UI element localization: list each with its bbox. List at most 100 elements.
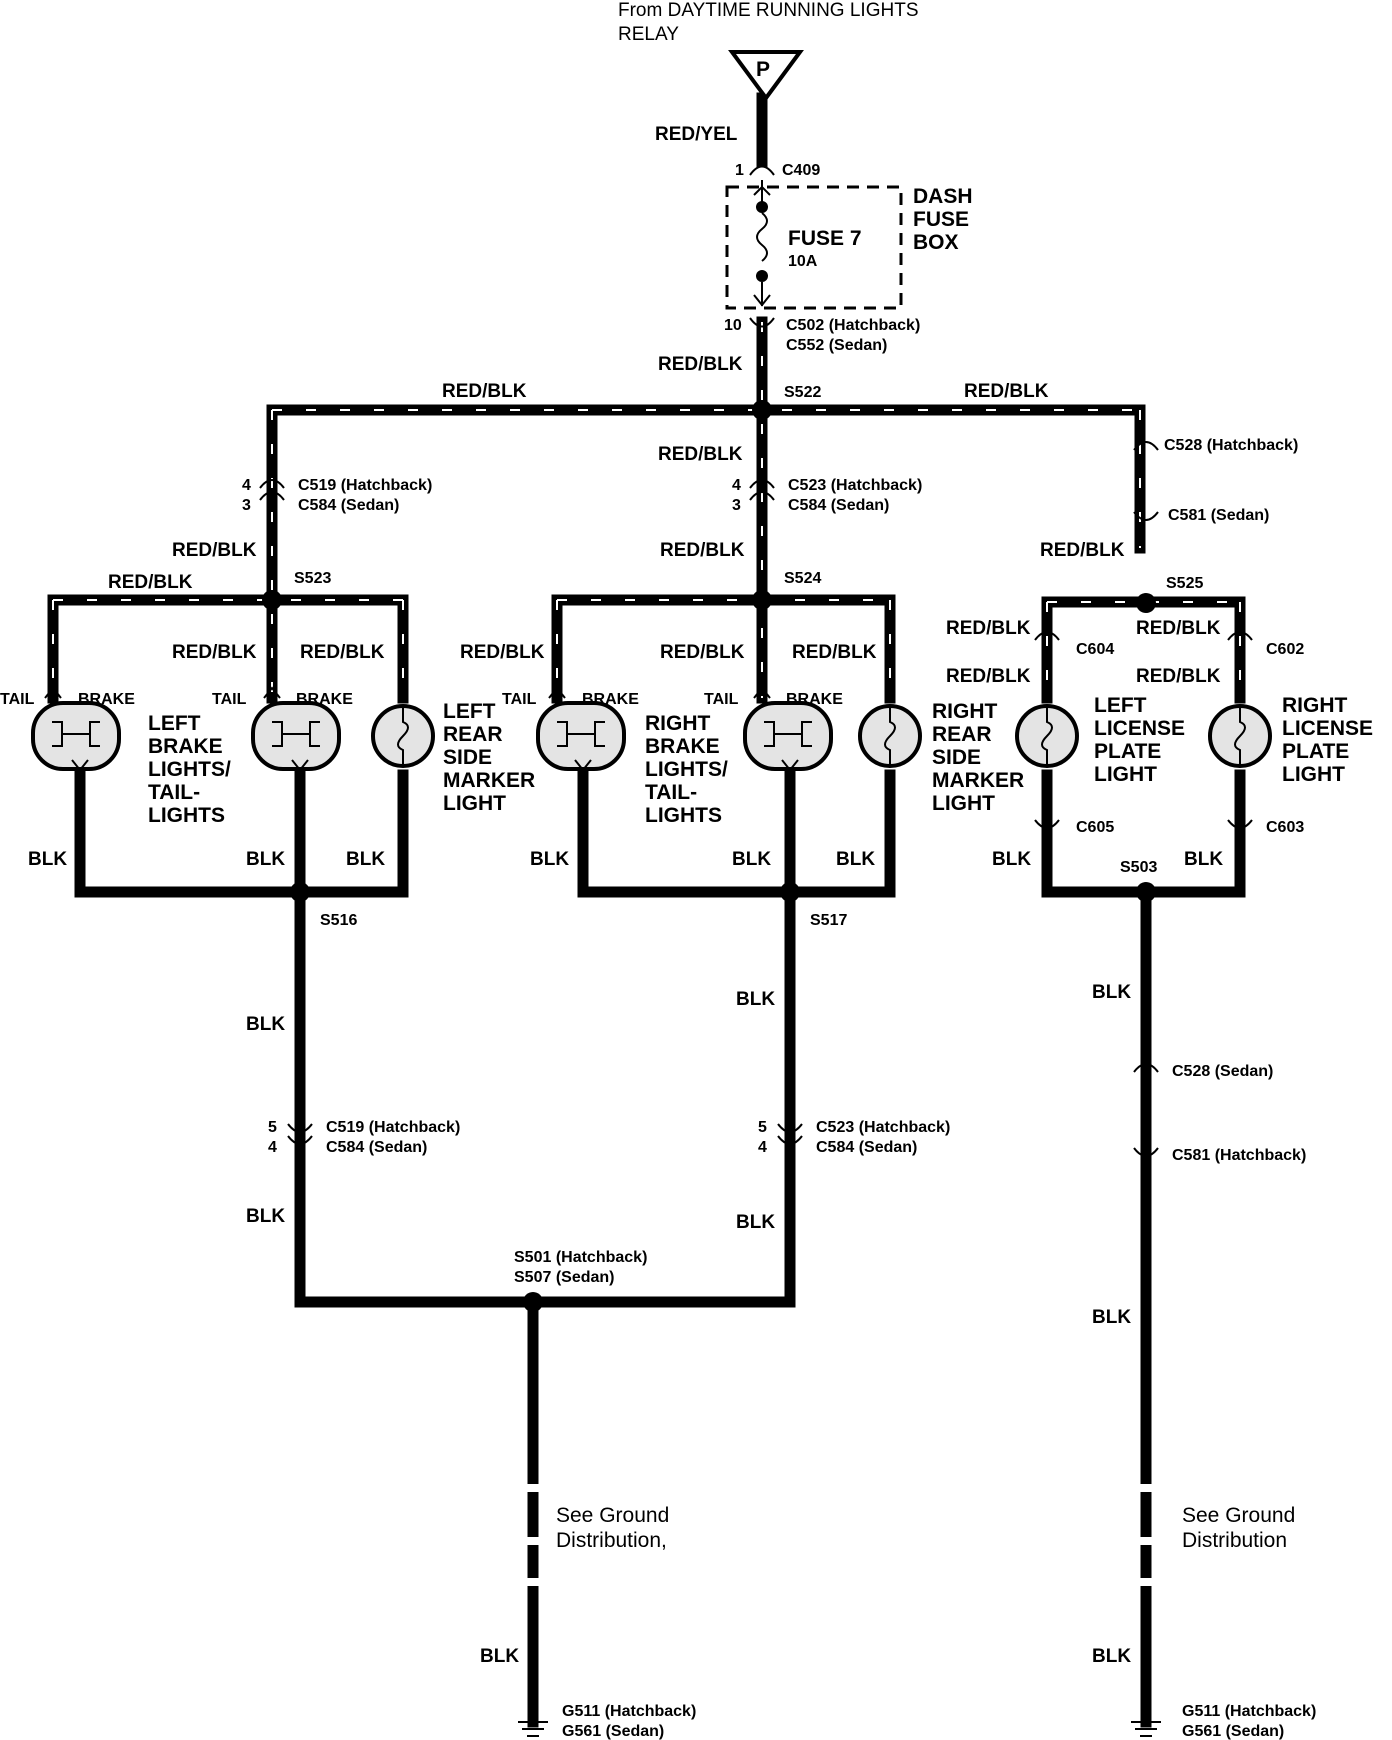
ground-left-icon [518,1721,548,1737]
left-license-line4: LIGHT [1094,763,1157,786]
right-license-plate-bulb [1208,704,1272,768]
pin-brake-right-a: BRAKE [582,691,639,708]
fuse-label: FUSE 7 [788,227,862,250]
left-brake-line5: LIGHTS [148,804,225,827]
ground-note-right-2: Distribution [1182,1529,1287,1552]
wire-red-blk-right-tail-a: RED/BLK [460,642,545,663]
right-marker-line3: SIDE [932,746,981,769]
wire-blk-mid-c: BLK [836,849,875,870]
wire-blk-left-down: BLK [246,1014,285,1035]
pin-tail-right-a: TAIL [502,691,537,708]
fuse-rating: 10A [788,253,818,270]
splice-s517 [780,882,800,902]
g561-right-label: G561 (Sedan) [1182,1723,1284,1740]
left-license-line3: PLATE [1094,740,1161,763]
relay-source: P [728,50,804,102]
c584-mid-bot-label: C584 (Sedan) [816,1139,917,1156]
wire-blk-mid-lower: BLK [736,1212,775,1233]
s524-label: S524 [784,570,821,587]
s503-label: S503 [1120,859,1157,876]
c523-top-pin-a: 4 [732,477,741,494]
splice-s501 [523,1292,543,1312]
wire-blk-ground-right: BLK [1092,1646,1131,1667]
s523-label: S523 [294,570,331,587]
wire-blk-right-down: BLK [1092,982,1131,1003]
s501-label: S501 (Hatchback) [514,1249,647,1266]
c519-top-pin-a: 4 [242,477,251,494]
wire-red-blk-left-tail: RED/BLK [172,642,257,663]
ground-symbols [518,1721,1161,1737]
pin-brake-left-b: BRAKE [296,691,353,708]
right-license-line4: LIGHT [1282,763,1345,786]
s507-label: S507 (Sedan) [514,1269,614,1286]
splice-s503 [1136,882,1156,902]
left-marker-line4: MARKER [443,769,535,792]
ground-right-icon [1131,1721,1161,1737]
c523-bot-pin-a: 5 [758,1119,767,1136]
right-marker-line1: RIGHT [932,700,998,723]
left-brake-line3: LIGHTS/ [148,758,231,781]
c528-bot-label: C528 (Sedan) [1172,1063,1273,1080]
wire-blk-ground-left: BLK [480,1646,519,1667]
c581-bot-label: C581 (Hatchback) [1172,1147,1306,1164]
left-rear-side-marker-bulb [371,704,435,768]
wire-red-blk-left-license: RED/BLK [946,666,1031,687]
wire-blk-left-a: BLK [28,849,67,870]
right-brake-line2: BRAKE [645,735,720,758]
left-marker-line5: LIGHT [443,792,506,815]
ground-note-right-1: See Ground [1182,1504,1295,1527]
c584-left-top-label: C584 (Sedan) [298,497,399,514]
right-marker-line2: REAR [932,723,992,746]
c604-label: C604 [1076,641,1114,658]
wire-blk-left-return [74,769,409,898]
wire-label-red-yel: RED/YEL [655,124,738,145]
splice-s516 [290,882,310,902]
wire-blk-mid-down: BLK [736,989,775,1010]
g561-left-label: G561 (Sedan) [562,1723,664,1740]
wire-red-blk-fuse-out: RED/BLK [658,354,743,375]
right-brake-line4: TAIL- [645,781,697,804]
left-marker-line3: SIDE [443,746,492,769]
left-brake-line1: LEFT [148,712,201,735]
splice-dots [262,400,1156,1312]
c581-top-label: C581 (Sedan) [1168,507,1269,524]
pin-tail-left-b: TAIL [212,691,247,708]
wire-red-blk-bus-right: RED/BLK [964,381,1049,402]
c502-label: C502 (Hatchback) [786,317,920,334]
c519-bot-pin-b: 4 [268,1139,277,1156]
wire-blk-mid-b: BLK [732,849,771,870]
s517-label: S517 [810,912,847,929]
fuse-box-name-1: DASH [913,185,973,208]
wire-red-blk-right-s525: RED/BLK [1040,540,1125,561]
c552-label: C552 (Sedan) [786,337,887,354]
wire-blk-left-lower: BLK [246,1206,285,1227]
left-license-plate-bulb [1015,704,1079,768]
c523-bot-label: C523 (Hatchback) [816,1119,950,1136]
right-license-line2: LICENSE [1282,717,1373,740]
left-brake-tail-lamp-inner [251,701,341,772]
wire-red-blk-left-s523: RED/BLK [172,540,257,561]
c519-bot-label: C519 (Hatchback) [326,1119,460,1136]
c605-label: C605 [1076,819,1114,836]
c603-label: C603 [1266,819,1304,836]
left-brake-tail-lamp-outer [31,701,121,772]
wire-red-blk-right-c602: RED/BLK [1136,618,1221,639]
source-title-line2: RELAY [618,24,679,45]
ground-note-left-2: Distribution, [556,1529,667,1552]
left-marker-line2: REAR [443,723,503,746]
right-brake-line3: LIGHTS/ [645,758,728,781]
wire-red-blk-left-branch: RED/BLK [108,572,193,593]
c409-label: C409 [782,162,820,179]
wire-red-blk-right-marker: RED/BLK [792,642,877,663]
wire-blk-left-b: BLK [246,849,285,870]
c584-mid-top-label: C584 (Sedan) [788,497,889,514]
wire-blk-right-a: BLK [992,849,1031,870]
s516-label: S516 [320,912,357,929]
c519-bot-pin-a: 5 [268,1119,277,1136]
s525-label: S525 [1166,575,1203,592]
wire-red-blk-mid: RED/BLK [658,444,743,465]
relay-symbol-label: P [756,58,770,81]
wire-red-blk-mid-s524: RED/BLK [660,540,745,561]
c523-bot-pin-b: 4 [758,1139,767,1156]
